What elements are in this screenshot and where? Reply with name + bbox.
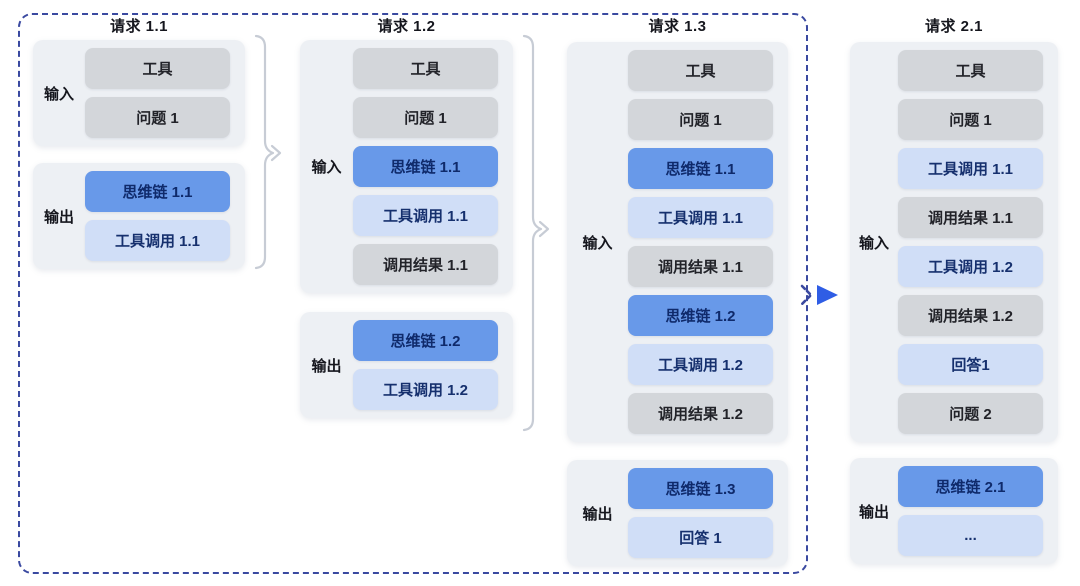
output-label: 输出 [858, 503, 889, 521]
box-question: 问题 1 [85, 97, 230, 138]
output-panel: 输出 思维链 1.3 回答 1 [567, 460, 788, 566]
box-chain-of-thought: 思维链 2.1 [898, 466, 1043, 507]
box-chain-of-thought: 思维链 1.1 [353, 146, 498, 187]
box-chain-of-thought: 思维链 1.2 [628, 295, 773, 336]
box-chain-of-thought: 思维链 1.2 [353, 320, 498, 361]
box-ellipsis: ... [898, 515, 1043, 556]
output-label: 输出 [582, 505, 613, 523]
request-column-1-3: 请求 1.3 输入 工具 问题 1 思维链 1.1 工具调用 1.1 调用结果 … [567, 0, 788, 586]
box-question: 问题 2 [898, 393, 1043, 434]
input-label: 输入 [43, 85, 74, 103]
output-label: 输出 [311, 357, 342, 375]
output-label: 输出 [43, 208, 74, 226]
box-tool-call: 工具调用 1.2 [628, 344, 773, 385]
box-call-result: 调用结果 1.1 [898, 197, 1043, 238]
arrowhead-icon [817, 285, 838, 305]
request-column-1-1: 请求 1.1 输入 工具 问题 1 输出 思维链 1.1 工具调用 1.1 [33, 0, 245, 586]
input-panel: 输入 工具 问题 1 思维链 1.1 工具调用 1.1 调用结果 1.1 思维链… [567, 42, 788, 442]
input-label: 输入 [311, 159, 342, 176]
box-question: 问题 1 [898, 99, 1043, 140]
box-tool-call: 工具调用 1.2 [898, 246, 1043, 287]
input-panel: 输入 工具 问题 1 工具调用 1.1 调用结果 1.1 工具调用 1.2 调用… [850, 42, 1058, 442]
box-call-result: 调用结果 1.1 [353, 244, 498, 285]
box-call-result: 调用结果 1.2 [628, 393, 773, 434]
box-tool-call: 工具调用 1.1 [353, 195, 498, 236]
box-chain-of-thought: 思维链 1.1 [85, 171, 230, 212]
column-title: 请求 1.2 [377, 18, 436, 35]
column-title: 请求 2.1 [924, 18, 984, 35]
box-tool-call: 工具调用 1.1 [628, 197, 773, 238]
output-panel: 输出 思维链 1.2 工具调用 1.2 [300, 312, 513, 418]
input-panel: 输入 工具 问题 1 [33, 40, 245, 146]
box-answer: 回答 1 [628, 517, 773, 558]
box-tools: 工具 [85, 48, 230, 89]
output-panel: 输出 思维链 2.1 ... [850, 458, 1058, 564]
input-label: 输入 [582, 234, 613, 252]
box-tools: 工具 [628, 50, 773, 91]
box-call-result: 调用结果 1.2 [898, 295, 1043, 336]
box-call-result: 调用结果 1.1 [628, 246, 773, 287]
box-tools: 工具 [898, 50, 1043, 91]
column-title: 请求 1.3 [648, 18, 707, 35]
output-panel: 输出 思维链 1.1 工具调用 1.1 [33, 163, 245, 269]
request-column-2-1: 请求 2.1 输入 工具 问题 1 工具调用 1.1 调用结果 1.1 工具调用… [850, 0, 1058, 586]
box-chain-of-thought: 思维链 1.3 [628, 468, 773, 509]
request-column-1-2: 请求 1.2 输入 工具 问题 1 思维链 1.1 工具调用 1.1 调用结果 … [300, 0, 513, 586]
box-tool-call: 工具调用 1.1 [85, 220, 230, 261]
box-question: 问题 1 [353, 97, 498, 138]
input-panel: 输入 工具 问题 1 思维链 1.1 工具调用 1.1 调用结果 1.1 [300, 40, 513, 293]
column-title: 请求 1.1 [109, 18, 169, 35]
box-answer: 回答1 [898, 344, 1043, 385]
box-chain-of-thought: 思维链 1.1 [628, 148, 773, 189]
box-tool-call: 工具调用 1.2 [353, 369, 498, 410]
input-label: 输入 [858, 234, 889, 252]
box-tools: 工具 [353, 48, 498, 89]
box-tool-call: 工具调用 1.1 [898, 148, 1043, 189]
box-question: 问题 1 [628, 99, 773, 140]
